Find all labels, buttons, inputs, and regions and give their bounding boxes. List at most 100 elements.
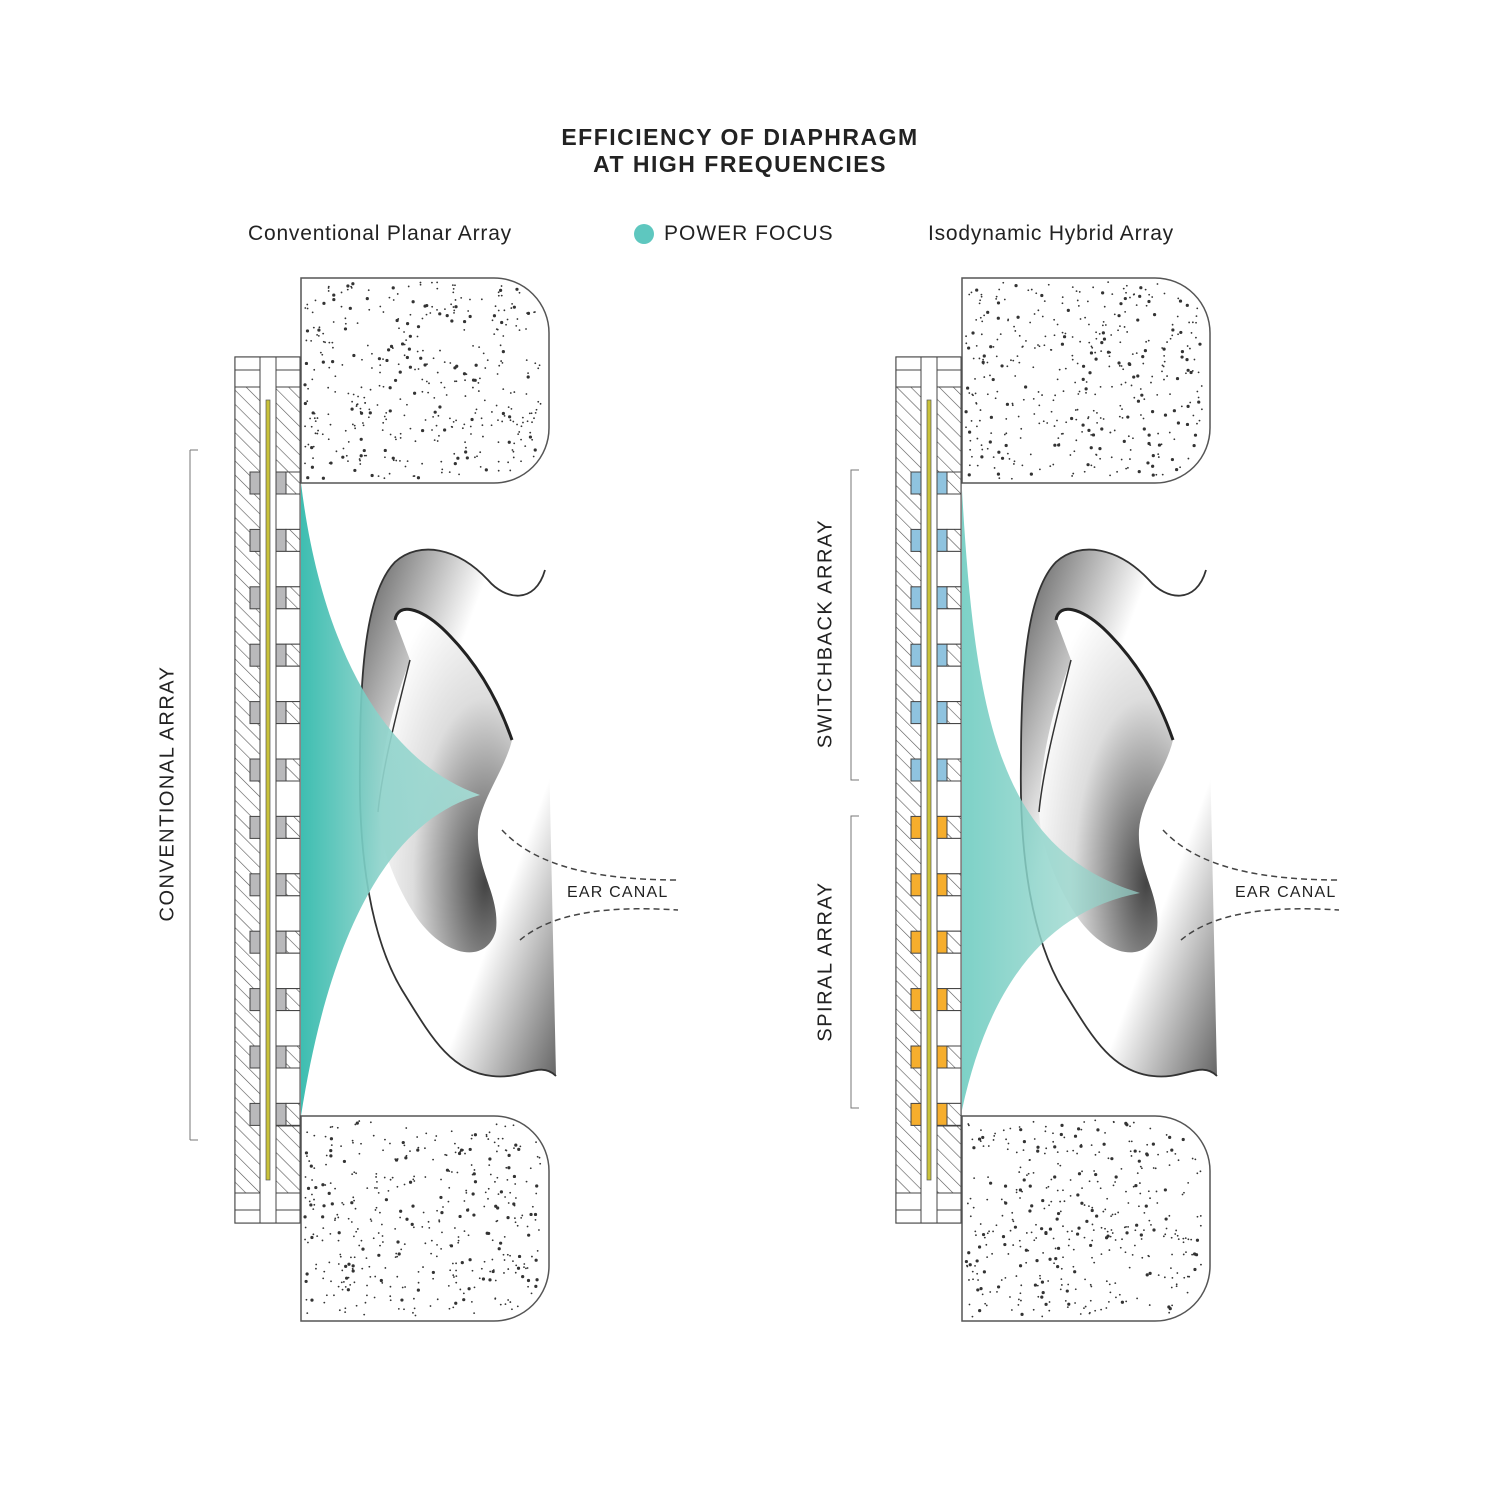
foam-speck (329, 423, 332, 426)
foam-speck (488, 1278, 492, 1282)
foam-speck (1053, 334, 1056, 337)
foam-speck (500, 360, 503, 362)
foam-speck (992, 345, 995, 348)
foam-speck (345, 454, 348, 457)
foam-speck (1134, 1184, 1138, 1188)
foam-speck (426, 363, 428, 366)
foam-speck (488, 1164, 491, 1167)
foam-speck (1141, 1256, 1144, 1259)
foam-speck (1138, 1205, 1140, 1208)
foam-speck (1075, 1232, 1080, 1236)
foam-speck (305, 339, 308, 342)
foam-speck (535, 1278, 539, 1282)
foam-speck (464, 395, 467, 397)
foam-speck (1156, 1202, 1159, 1204)
foam-speck (1124, 1121, 1128, 1126)
foam-speck (986, 361, 989, 364)
foam-speck (977, 1245, 982, 1249)
foam-speck (1058, 368, 1061, 371)
foam-speck (1061, 296, 1064, 299)
hybrid-driver-assembly (850, 277, 1340, 1322)
magnet-front (936, 471, 948, 495)
foam-speck (305, 329, 310, 333)
foam-speck (313, 1167, 316, 1170)
foam-speck (452, 306, 455, 308)
foam-speck (1163, 378, 1165, 381)
foam-speck (1174, 1233, 1177, 1235)
foam-speck (1081, 423, 1085, 427)
pole-piece (946, 988, 962, 1012)
foam-speck (965, 335, 967, 338)
foam-speck (1059, 1288, 1062, 1291)
foam-speck (995, 297, 998, 300)
foam-speck (409, 1150, 411, 1152)
foam-speck (369, 1218, 372, 1221)
foam-speck (453, 462, 457, 466)
foam-speck (964, 410, 968, 414)
foam-speck (514, 1183, 517, 1185)
foam-speck (344, 317, 347, 320)
foam-speck (1006, 1148, 1009, 1151)
foam-speck (473, 378, 477, 382)
foam-speck (311, 1179, 313, 1181)
foam-speck (439, 349, 441, 352)
foam-speck (1191, 1253, 1194, 1256)
foam-speck (1067, 1244, 1070, 1247)
foam-speck (1108, 355, 1111, 358)
magnet-front (275, 873, 287, 897)
foam-speck (474, 363, 478, 367)
foam-speck (327, 438, 330, 441)
foam-speck (355, 403, 358, 406)
foam-speck (363, 396, 366, 399)
foam-speck (1171, 334, 1174, 337)
foam-speck (1126, 331, 1129, 333)
foam-speck (337, 1239, 340, 1242)
foam-speck (1091, 1239, 1094, 1242)
foam-speck (536, 1155, 539, 1158)
foam-speck (360, 1239, 363, 1242)
foam-speck (1118, 415, 1121, 418)
ear-canal-upper (1162, 829, 1340, 881)
foam-speck (338, 1309, 341, 1312)
foam-speck (370, 1220, 373, 1222)
foam-speck (494, 305, 497, 308)
magnet-front (275, 988, 287, 1012)
foam-speck (1081, 1170, 1083, 1173)
foam-speck (968, 1303, 971, 1306)
foam-speck (319, 351, 322, 354)
foam-speck (1147, 441, 1151, 446)
foam-speck (395, 1252, 398, 1255)
foam-speck (457, 1146, 460, 1149)
foam-speck (399, 398, 402, 401)
foam-speck (494, 1180, 496, 1183)
foam-speck (1135, 352, 1138, 355)
foam-speck (1013, 1225, 1018, 1229)
foam-speck (1057, 1162, 1059, 1165)
foam-speck (1091, 1256, 1093, 1259)
foam-speck (531, 1255, 533, 1258)
foam-speck (389, 1178, 392, 1181)
foam-speck (1122, 287, 1125, 290)
foam-speck (1024, 385, 1028, 389)
foam-speck (511, 1308, 513, 1311)
vent-opening (936, 608, 962, 645)
foam-speck (332, 346, 334, 349)
magnet-front (275, 1102, 287, 1126)
foam-speck (1109, 1235, 1112, 1238)
left-ear-canal-label: EAR CANAL (567, 884, 669, 901)
foam-speck (1091, 1223, 1094, 1226)
foam-speck (1140, 414, 1142, 416)
foam-speck (1013, 325, 1015, 328)
foam-speck (507, 415, 512, 419)
foam-speck (388, 386, 392, 390)
foam-speck (311, 411, 315, 415)
foam-speck (1145, 1153, 1149, 1157)
foam-speck (436, 371, 439, 374)
foam-speck (484, 1191, 487, 1194)
foam-speck (1057, 443, 1061, 447)
foam-speck (467, 310, 470, 312)
pole-piece (946, 471, 962, 495)
foam-speck (399, 1209, 403, 1213)
foam-speck (1133, 396, 1136, 399)
foam-speck (1021, 1190, 1023, 1193)
